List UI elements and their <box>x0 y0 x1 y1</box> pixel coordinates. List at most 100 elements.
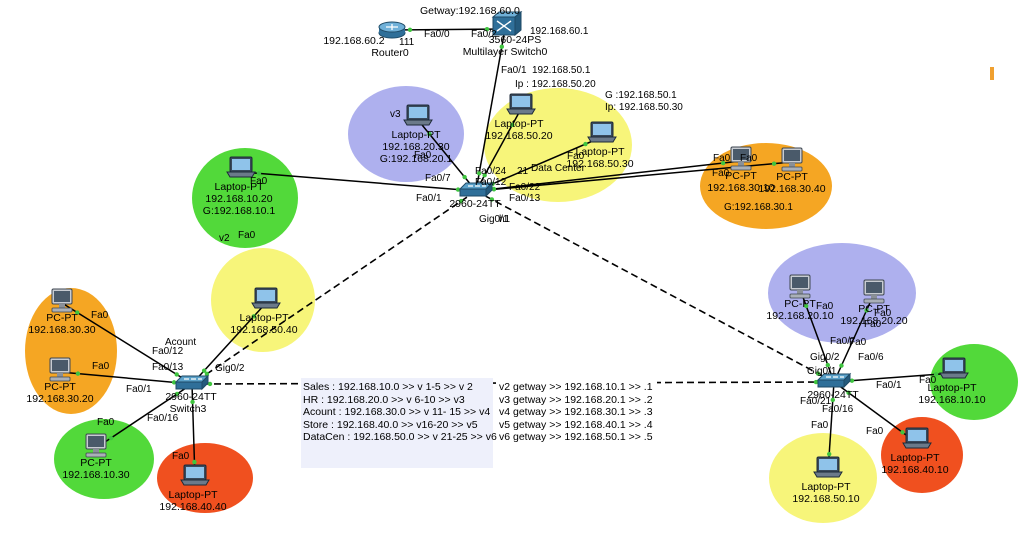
diagram-label: Fa0/1 <box>126 384 152 395</box>
router0-label: 192.168.60.2 <box>323 35 384 47</box>
link-status-dot <box>825 362 831 368</box>
laptop-sales-top-label: Laptop-PT <box>214 181 264 193</box>
link-status-dot <box>427 131 432 137</box>
link-pc-account-left-2-switch3 <box>59 371 193 385</box>
link-status-dot <box>251 314 257 319</box>
diagram-label: Fa0/13 <box>509 193 541 204</box>
pc-account-top-1-label: 192.168.30.10 <box>707 182 774 194</box>
link-status-dot <box>933 372 939 377</box>
diagram-label: Fa0 <box>414 150 432 161</box>
link-status-dot <box>455 187 461 192</box>
link-status-dot <box>499 44 505 49</box>
zone-account-top <box>700 143 832 229</box>
router0-label: Router0 <box>371 47 409 59</box>
switch-right-switch-icon[interactable]: 2960-24TT <box>807 372 859 401</box>
pc-hr-right-1-label: PC-PT <box>784 298 816 310</box>
laptop-sales-right-label: Laptop-PT <box>927 382 977 394</box>
laptop-store-left-label: 192.168.40.40 <box>159 501 226 513</box>
link-status-dot <box>830 397 836 403</box>
diagram-label: Ip: 192.168.50.30 <box>605 102 683 113</box>
link-status-dot <box>108 435 114 441</box>
gateway-note-line: v5 getway >> 192.168.40.1 >> .4 <box>499 418 653 431</box>
diagram-label: Fa0 <box>919 375 937 386</box>
pc-account-top-1-label: PC-PT <box>725 170 757 182</box>
diagram-label: v2 <box>219 233 230 244</box>
diagram-label: Fa0/13 <box>152 362 184 373</box>
link-status-dot <box>815 371 821 376</box>
diagram-label: Gig0/1 <box>479 214 509 225</box>
laptop-dc-top-1-label: 192.168.50.20 <box>485 130 552 142</box>
link-status-dot <box>482 173 487 178</box>
pc-hr-right-1-label: 192.168.20.10 <box>766 310 833 322</box>
diagram-label: Fa0 <box>172 451 190 462</box>
diagram-label: Fa0/21 <box>800 396 832 407</box>
switch3-label: Switch3 <box>170 403 207 415</box>
diagram-label: Fa0 <box>811 420 829 431</box>
diagram-label: Ip : 192.168.50.20 <box>515 79 596 90</box>
link-laptop-hr-top-switch-center <box>417 119 477 192</box>
vlan-note-line: HR : 192.168.20.0 >> v 6-10 >> v3 <box>303 393 465 406</box>
diagram-label: Fa0/16 <box>147 413 179 424</box>
gateway-note-line: v2 getway >> 192.168.10.1 >> .1 <box>499 381 653 393</box>
switch-center-switch-icon[interactable]: 2960-24TT <box>449 181 501 210</box>
link-laptop-dc-top-1-switch-center <box>475 108 522 192</box>
link-status-dot <box>846 390 851 395</box>
laptop-sales-top-label: 192.168.10.20 <box>205 193 272 205</box>
link-status-dot <box>489 197 495 202</box>
diagram-label: Fa0/24 <box>475 166 507 177</box>
link-status-dot <box>484 26 490 32</box>
vlan-note-line: Sales : 192.168.10.0 >> v 1-5 >> v 2 <box>303 381 473 393</box>
link-status-dot <box>407 27 413 33</box>
pc-sales-left-label: PC-PT <box>80 457 112 469</box>
diagram-label: Fa0 <box>238 230 256 241</box>
laptop-dc-top-2-label: 192.168.50.30 <box>566 158 633 170</box>
laptop-dc-right-label: Laptop-PT <box>801 481 851 493</box>
diagram-label: Fa0/7 <box>425 173 451 184</box>
diagram-label: Fa0/1 <box>876 380 902 391</box>
laptop-dc-top-2-label: Laptop-PT <box>575 146 625 158</box>
pc-account-left-2-label: PC-PT <box>44 381 76 393</box>
link-status-dot <box>192 459 197 465</box>
diagram-label: Fa0 <box>250 176 268 187</box>
zones-layer <box>25 86 1018 523</box>
diagram-label: Fa0 <box>713 153 731 164</box>
switch-right-label: 2960-24TT <box>807 389 859 401</box>
diagram-label: Fa0/12 <box>152 346 184 357</box>
pc-sales-left-label: 192.168.10.30 <box>62 469 129 481</box>
diagram-label: Fa0/12 <box>475 177 507 188</box>
link-status-dot <box>720 160 726 166</box>
zone-v3-hr-top <box>348 86 464 182</box>
zone-store-right <box>881 417 963 493</box>
switch3-label: 2960-24TT <box>165 391 217 403</box>
pc-account-top-2-label: PC-PT <box>776 171 808 183</box>
diagram-label: Fa0 <box>740 153 758 164</box>
diagram-label: 192.168.60.1 <box>530 26 589 37</box>
switch-center-label: 2960-24TT <box>449 198 501 210</box>
diagram-label: Data Center <box>531 163 586 174</box>
pc-account-left-2-label: 192.168.30.20 <box>26 393 93 405</box>
link-multilayer-switch0-switch-center <box>475 28 506 192</box>
link-status-dot <box>171 380 177 385</box>
laptop-dc-right-label: 192.168.50.10 <box>792 493 859 505</box>
